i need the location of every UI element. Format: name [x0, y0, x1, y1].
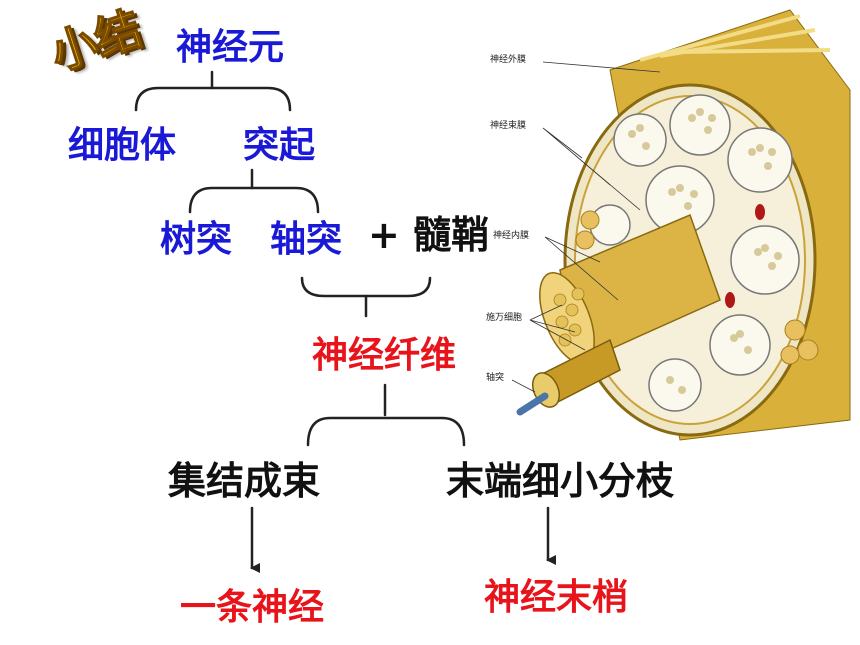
endoneurium-label: 神经内膜	[493, 231, 530, 241]
axon-figure-label: 轴突	[486, 373, 505, 383]
epineurium-label: 神经外膜	[490, 55, 527, 65]
fiber-split-bar	[306, 416, 466, 447]
neuron-label: 神经元	[176, 27, 285, 68]
process-label: 突起	[243, 125, 316, 166]
axon-label: 轴突	[270, 219, 343, 260]
neuron-bracket-bar	[134, 86, 292, 112]
fascicle	[730, 225, 800, 295]
fascicle	[727, 127, 793, 193]
fascicle	[613, 113, 667, 167]
perineurium-label: 神经束膜	[490, 121, 527, 131]
axon-core	[516, 392, 549, 416]
schwann-cell-label: 施万细胞	[486, 313, 523, 323]
bundle-label: 集结成束	[168, 459, 321, 503]
fascicle	[669, 94, 731, 156]
fascicle	[648, 358, 702, 412]
fascicle	[709, 314, 771, 376]
process-bracket-bar	[188, 186, 320, 214]
branch-label: 末端细小分枝	[446, 459, 675, 503]
nerve-label: 一条神经	[180, 587, 325, 628]
cell-body-label: 细胞体	[68, 125, 177, 166]
nerve-ending-label: 神经末梢	[484, 577, 629, 618]
nerve-fiber-label: 神经纤维	[312, 335, 457, 376]
myelin-label: + 髓鞘	[368, 213, 490, 257]
dendrite-label: 树突	[160, 219, 233, 260]
